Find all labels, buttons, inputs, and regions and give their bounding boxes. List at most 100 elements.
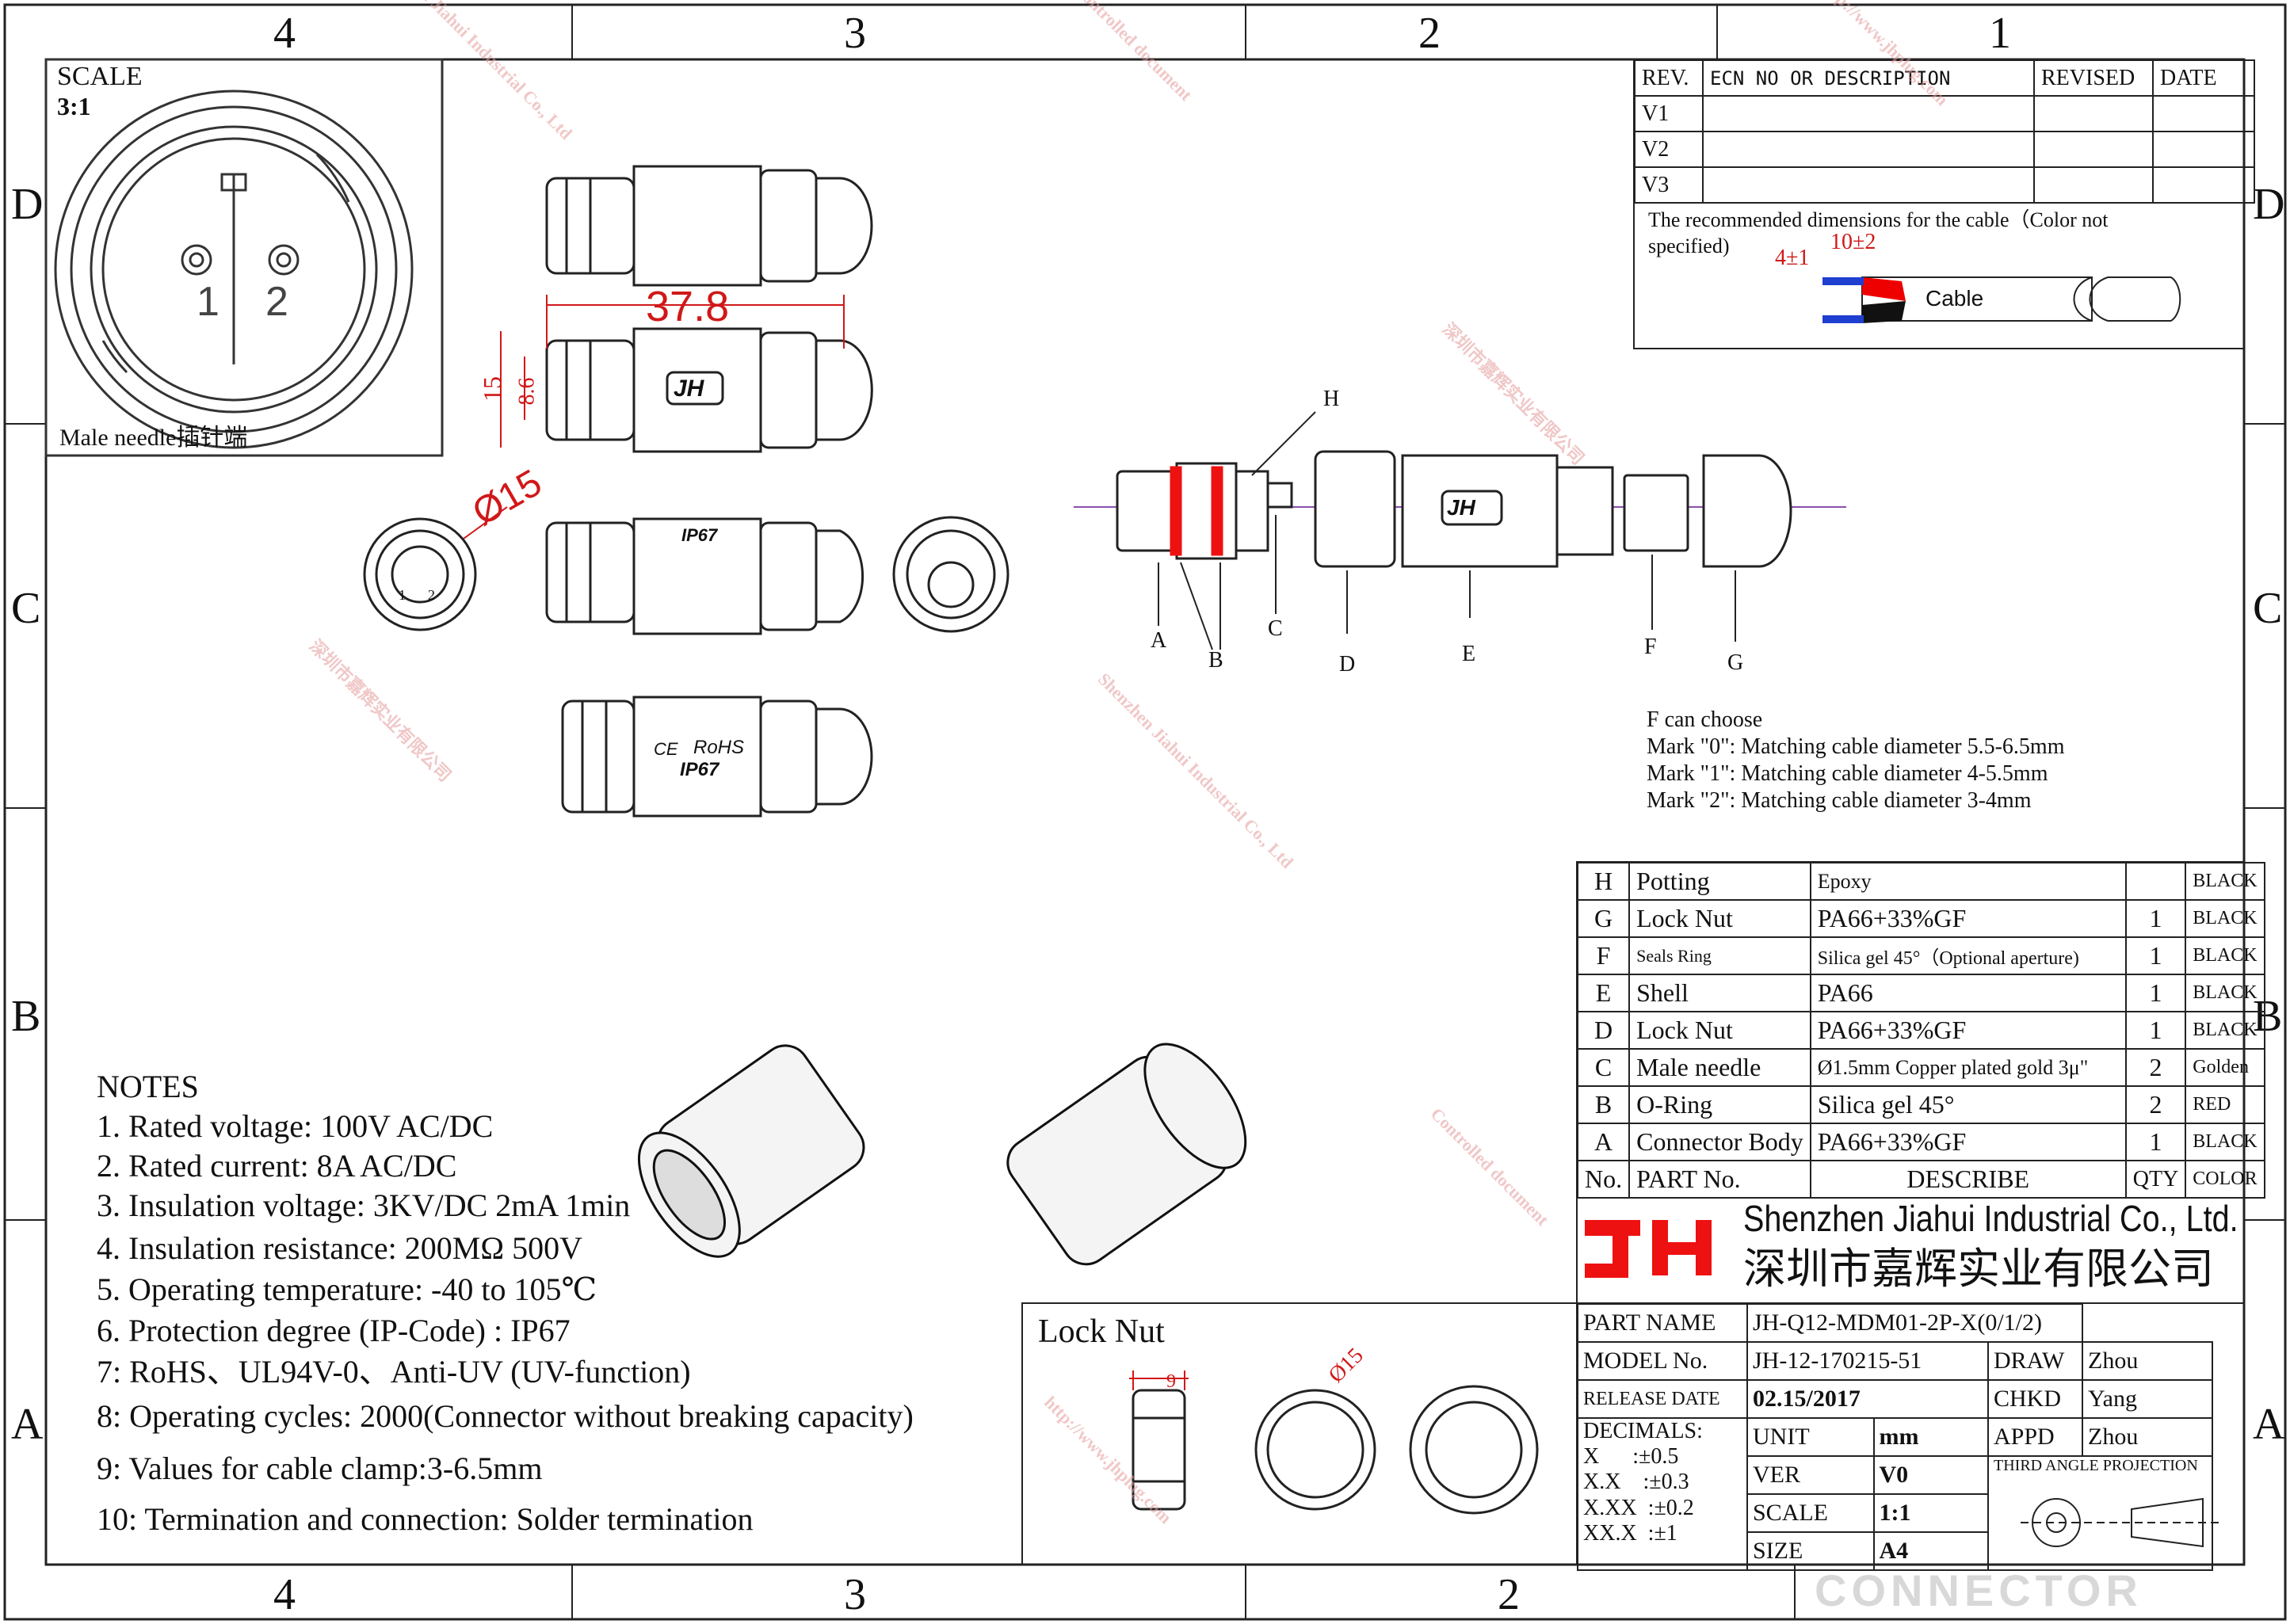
size-value: A4 [1872,1531,1990,1571]
body-ip-mark: IP67 [681,525,718,545]
ver-label: VER [1746,1455,1875,1495]
isometric-renders [637,1043,1247,1266]
dim-length: 37.8 [646,283,730,330]
footer-connector-mark: CONNECTOR [1815,1565,2143,1615]
company-name-cn: 深圳市嘉辉实业有限公司 [1743,1244,2214,1294]
decimals-xxx-2: XX.X :±1 [1583,1520,1677,1546]
lock-nut-title: Lock Nut [1038,1313,1165,1350]
scale-value: 3:1 [57,92,91,120]
zone-col-2-top: 2 [1418,9,1441,58]
scale-label: SCALE [57,62,143,91]
part-name-value: JH-Q12-MDM01-2P-X(0/1/2) [1746,1303,2083,1343]
zone-col-2-bottom: 2 [1498,1570,1520,1619]
rev-header-desc: ECN NO OR DESCRIPTION [1702,59,2035,97]
body-ce-mark: CE [654,739,678,759]
release-label: RELEASE DATE [1577,1379,1748,1419]
pin-label-1: 1 [197,279,219,325]
leader-lines [1158,411,1736,650]
revision-table: REV. ECN NO OR DESCRIPTION REVISED DATE … [1634,59,2255,204]
appd-label: APPD [1987,1417,2083,1457]
body-logo: JH [674,376,704,402]
f-choose-mark-0: Mark "0": Matching cable diameter 5.5-6.… [1647,734,2065,759]
f-choose-mark-2: Mark "2": Matching cable diameter 3-4mm [1647,788,2032,813]
face-view-caption: Male needle插针端 [59,425,248,451]
decimals-label: DECIMALS: [1583,1419,1703,1443]
cable-label: Cable [1926,286,1984,311]
zone-ticks [5,5,2285,1619]
zone-row-d-left: D [11,180,44,229]
company-name-en: Shenzhen Jiahui Industrial Co., Ltd. [1743,1198,2238,1239]
zone-row-a-right: A [2253,1400,2285,1449]
outer-frame [3,3,2287,1621]
rev-header-revised: REVISED [2033,59,2154,97]
decimals-xxx: X.XX :±0.2 [1583,1495,1694,1520]
lock-nut-drawing [1129,1370,1539,1515]
note-3: 3. Insulation voltage: 3KV/DC 2mA 1min [97,1188,631,1223]
zone-col-4-bottom: 4 [273,1570,296,1619]
label-b: B [1208,648,1223,673]
small-pin-1: 1 [399,587,406,603]
decimals-x: X :±0.5 [1583,1444,1679,1470]
projection-label: THIRD ANGLE PROJECTION [1987,1455,2213,1571]
rev-header-date: DATE [2152,59,2255,97]
zone-row-c-right: C [2253,584,2283,633]
scale-block-value: 1:1 [1872,1493,1990,1533]
model-value: JH-12-170215-51 [1746,1341,1989,1381]
small-pin-2: 2 [428,587,435,603]
scale-block-label: SCALE [1746,1493,1875,1533]
zone-row-c-left: C [11,584,41,633]
draw-label: DRAW [1987,1341,2083,1381]
dimension-lines [463,295,845,539]
f-choose-mark-1: Mark "1": Matching cable diameter 4-5.5m… [1647,761,2048,786]
zone-col-4-top: 4 [273,9,296,58]
zone-row-a-left: A [11,1400,44,1449]
model-label: MODEL No. [1577,1341,1748,1381]
label-c: C [1268,616,1283,641]
unit-value: mm [1872,1417,1990,1457]
body-ip-mark-2: IP67 [680,759,719,780]
dim-height-outer: 15 [478,376,506,402]
label-g: G [1727,650,1744,675]
zone-col-3-bottom: 3 [844,1570,866,1619]
cable-dim-a: 4±1 [1775,246,1810,270]
company-logo [1585,1220,1712,1278]
label-h: H [1323,387,1340,411]
rev-header-rev: REV. [1634,59,1704,97]
zone-col-1-top: 1 [1989,9,2011,58]
lock-nut-width: 9 [1166,1371,1176,1392]
rev-row-v2: V2 [1634,131,1704,168]
notes-title: NOTES [97,1069,199,1104]
note-10: 10: Termination and connection: Solder t… [97,1501,754,1537]
note-5: 5. Operating temperature: -40 to 105℃ [97,1271,597,1307]
label-e: E [1462,642,1476,666]
note-2: 2. Rated current: 8A AC/DC [97,1148,457,1184]
cable-dim-b: 10±2 [1830,230,1876,254]
part-name-label: PART NAME [1577,1303,1748,1343]
label-d: D [1339,652,1356,677]
note-8: 8: Operating cycles: 2000(Connector with… [97,1398,914,1434]
zone-row-b-left: B [11,992,41,1041]
note-9: 9: Values for cable clamp:3-6.5mm [97,1451,543,1486]
unit-label: UNIT [1746,1417,1875,1457]
face-view [44,58,444,457]
note-1: 1. Rated voltage: 100V AC/DC [97,1108,494,1144]
label-f: F [1644,635,1657,659]
chkd-label: CHKD [1987,1379,2083,1419]
note-6: 6. Protection degree (IP-Code) : IP67 [97,1313,571,1348]
rev-row-v1: V1 [1634,95,1704,132]
zone-col-3-top: 3 [844,9,866,58]
size-label: SIZE [1746,1531,1875,1571]
pin-label-2: 2 [265,279,288,325]
body-rohs-mark: RoHS [693,737,745,758]
f-choose-title: F can choose [1647,707,1763,732]
